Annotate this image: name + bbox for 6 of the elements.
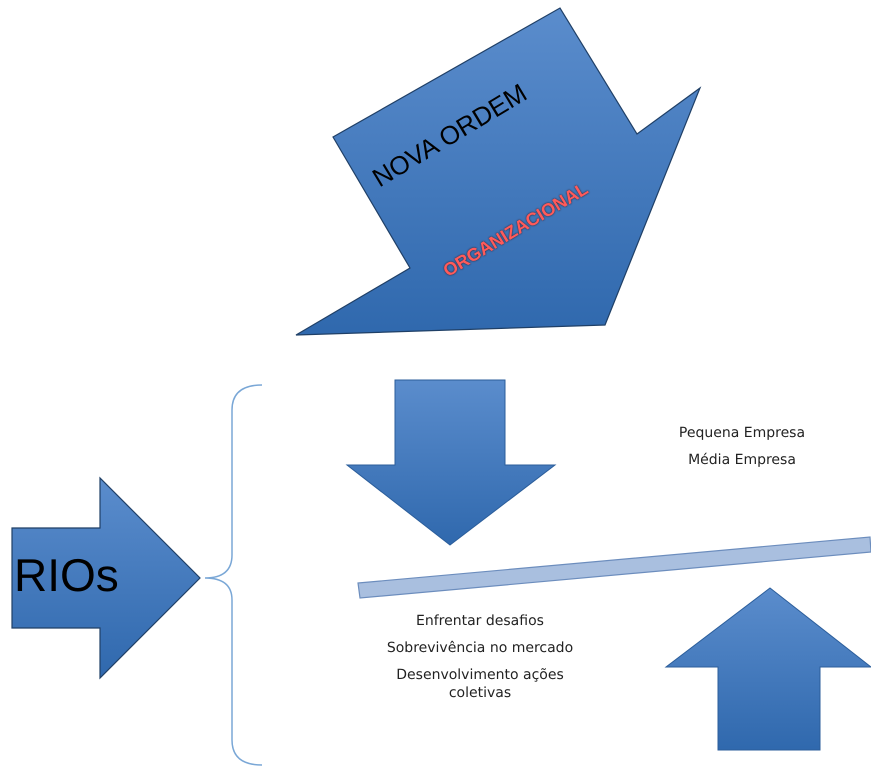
text-label: Média Empresa — [687, 451, 797, 469]
text-label: Pequena Empresa — [678, 424, 806, 442]
text-label: Enfrentar desafios — [415, 612, 545, 630]
arrow-label: RIOs — [14, 548, 119, 602]
text-label: Sobrevivência no mercado — [386, 639, 574, 657]
text-label: Desenvolvimento ações coletivas — [395, 666, 565, 702]
